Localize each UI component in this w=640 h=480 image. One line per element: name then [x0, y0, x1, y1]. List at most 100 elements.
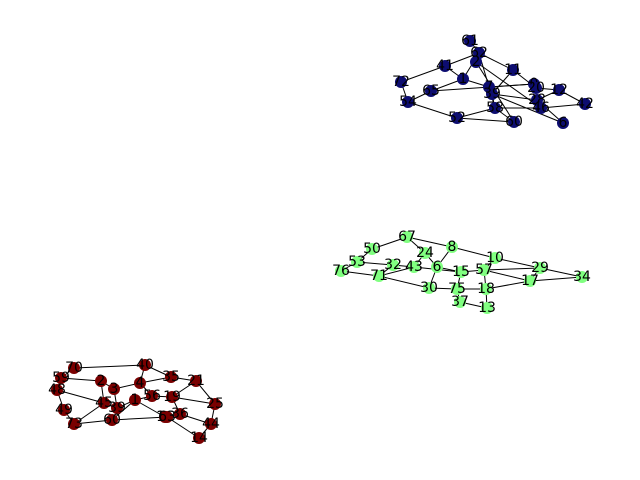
node-green-10: 10 [486, 250, 504, 266]
node-green-24: 24 [416, 245, 434, 261]
node-marker-red-2 [95, 375, 107, 387]
node-blue-42: 42 [576, 96, 594, 112]
node-marker-green-6 [431, 261, 443, 273]
node-marker-green-29 [534, 262, 546, 274]
node-label-green-67: 67 [398, 229, 416, 245]
edge-green-17-34 [529, 276, 583, 282]
node-green-32: 32 [384, 257, 402, 273]
node-green-18: 18 [477, 281, 495, 297]
node-marker-red-19 [166, 391, 178, 403]
node-blue-39: 39 [483, 86, 501, 102]
node-red-60: 60 [103, 412, 121, 428]
node-marker-blue-20 [530, 82, 542, 94]
node-label-green-32: 32 [384, 257, 402, 273]
node-marker-green-32 [387, 259, 399, 271]
node-green-43: 43 [405, 259, 423, 275]
node-label-green-29: 29 [531, 260, 549, 276]
edge-blue-62-11 [478, 52, 514, 71]
node-label-blue-1: 1 [459, 71, 468, 87]
node-red-73: 73 [65, 416, 83, 432]
node-marker-red-3 [108, 383, 120, 395]
node-marker-blue-42 [579, 98, 591, 110]
node-marker-blue-1 [457, 73, 469, 85]
node-red-25: 25 [206, 396, 224, 412]
edge-green-67-8 [406, 236, 453, 248]
node-red-45: 45 [95, 395, 113, 411]
node-blue-1: 1 [457, 71, 469, 87]
node-green-15: 15 [452, 264, 470, 280]
node-label-green-30: 30 [420, 280, 438, 296]
node-red-70: 70 [65, 360, 83, 376]
node-label-blue-6: 6 [559, 115, 568, 131]
edge-blue-62-41 [444, 52, 480, 67]
edge-red-19-25 [171, 396, 216, 405]
edge-green-17-18 [485, 280, 531, 290]
node-marker-blue-61 [464, 35, 476, 47]
node-marker-red-60 [106, 414, 118, 426]
node-green-6: 6 [431, 259, 443, 275]
edge-red-73-60 [73, 419, 113, 425]
node-marker-blue-60 [508, 116, 520, 128]
node-marker-red-70 [68, 362, 80, 374]
node-marker-red-44 [205, 418, 217, 430]
edge-green-67-50 [371, 236, 408, 250]
node-label-blue-61: 61 [461, 33, 479, 49]
node-green-75: 75 [448, 281, 466, 297]
node-blue-65: 65 [422, 83, 440, 99]
node-label-red-4: 4 [136, 375, 145, 391]
node-label-blue-60: 60 [505, 114, 523, 130]
node-marker-red-35 [165, 371, 177, 383]
node-marker-blue-52 [451, 112, 463, 124]
node-green-30: 30 [420, 280, 438, 296]
node-blue-11: 11 [504, 62, 522, 78]
edge-red-45-73 [73, 402, 105, 425]
node-marker-red-36 [174, 408, 186, 420]
node-green-29: 29 [531, 260, 549, 276]
node-blue-61: 61 [461, 33, 479, 49]
node-green-34: 34 [573, 269, 591, 285]
node-label-red-48: 48 [48, 382, 66, 398]
node-blue-58: 58 [486, 100, 504, 116]
node-label-blue-12: 12 [550, 82, 568, 98]
node-red-56: 56 [143, 388, 161, 404]
node-blue-41: 41 [436, 58, 454, 74]
node-marker-blue-12 [553, 84, 565, 96]
edge-red-48-45 [56, 389, 105, 404]
node-label-green-43: 43 [405, 259, 423, 275]
node-label-red-49: 49 [55, 402, 73, 418]
node-marker-green-71 [373, 270, 385, 282]
node-marker-blue-72 [395, 76, 407, 88]
node-red-39: 39 [108, 400, 126, 416]
node-marker-blue-65 [425, 85, 437, 97]
edge-blue-39-28 [491, 93, 538, 101]
node-label-green-76: 76 [332, 263, 350, 279]
edge-green-76-71 [340, 270, 380, 277]
node-label-green-10: 10 [486, 250, 504, 266]
node-marker-green-18 [480, 283, 492, 295]
node-blue-54: 54 [399, 94, 417, 110]
node-label-red-60: 60 [103, 412, 121, 428]
node-label-green-71: 71 [370, 268, 388, 284]
node-red-36: 36 [171, 406, 189, 422]
node-marker-blue-46 [535, 102, 547, 114]
node-marker-blue-54 [402, 96, 414, 108]
node-green-8: 8 [446, 239, 458, 255]
node-marker-red-49 [58, 404, 70, 416]
node-label-red-36: 36 [171, 406, 189, 422]
node-label-red-73: 73 [65, 416, 83, 432]
edge-blue-46-2 [475, 61, 542, 109]
node-label-green-50: 50 [363, 241, 381, 257]
node-red-59: 59 [52, 370, 70, 386]
node-label-green-24: 24 [416, 245, 434, 261]
edge-green-57-29 [483, 267, 541, 271]
node-label-blue-72: 72 [392, 74, 410, 90]
node-label-red-35: 35 [162, 369, 180, 385]
node-label-red-21: 21 [187, 373, 205, 389]
node-marker-blue-2 [470, 56, 482, 68]
node-green-13: 13 [478, 300, 496, 316]
node-marker-blue-41 [439, 60, 451, 72]
edge-green-57-17 [483, 269, 531, 282]
node-red-4: 4 [134, 375, 146, 391]
node-label-red-40: 40 [136, 357, 154, 373]
node-marker-green-53 [351, 256, 363, 268]
